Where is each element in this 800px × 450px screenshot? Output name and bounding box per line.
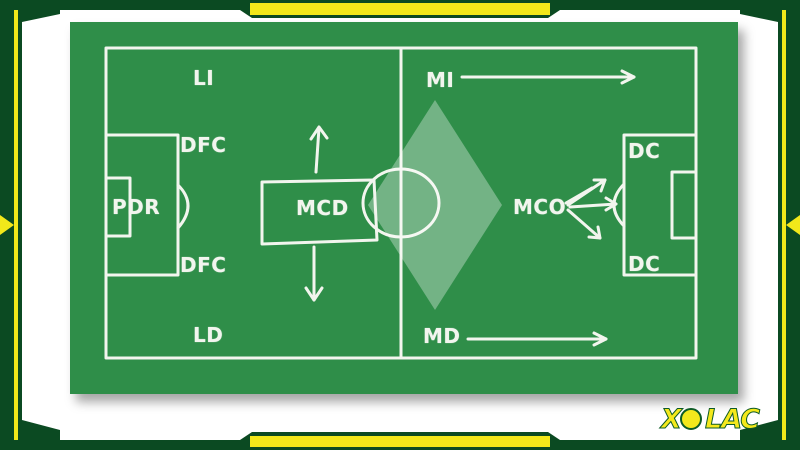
label-mco: MCO [513, 195, 567, 219]
left-penalty-arc [176, 183, 190, 230]
soccer-ball-icon [680, 408, 702, 430]
midfield-diamond [368, 100, 502, 310]
mco-arrow-mid [568, 202, 618, 209]
brand-logo: X LAC [661, 404, 761, 436]
chalkboard [70, 22, 738, 394]
mco-arrow-lower [566, 208, 602, 240]
label-li: LI [193, 66, 215, 90]
label-por: PDR [112, 195, 161, 219]
label-mcd: MCD [296, 196, 349, 220]
label-mi: MI [426, 68, 455, 92]
left-goal-box [104, 176, 132, 238]
mcd-arrow-up [314, 126, 321, 174]
mcd-highlight-box [260, 178, 379, 246]
label-dfc-top: DFC [180, 133, 227, 157]
label-dc-bottom: DC [628, 252, 661, 276]
mco-arrow-top [564, 186, 594, 205]
center-circle [361, 167, 441, 239]
label-dfc-bottom: DFC [180, 253, 227, 277]
label-md: MD [423, 324, 461, 348]
label-ld: LD [193, 323, 224, 347]
label-dc-top: DC [628, 139, 661, 163]
right-goal-box [670, 170, 698, 240]
